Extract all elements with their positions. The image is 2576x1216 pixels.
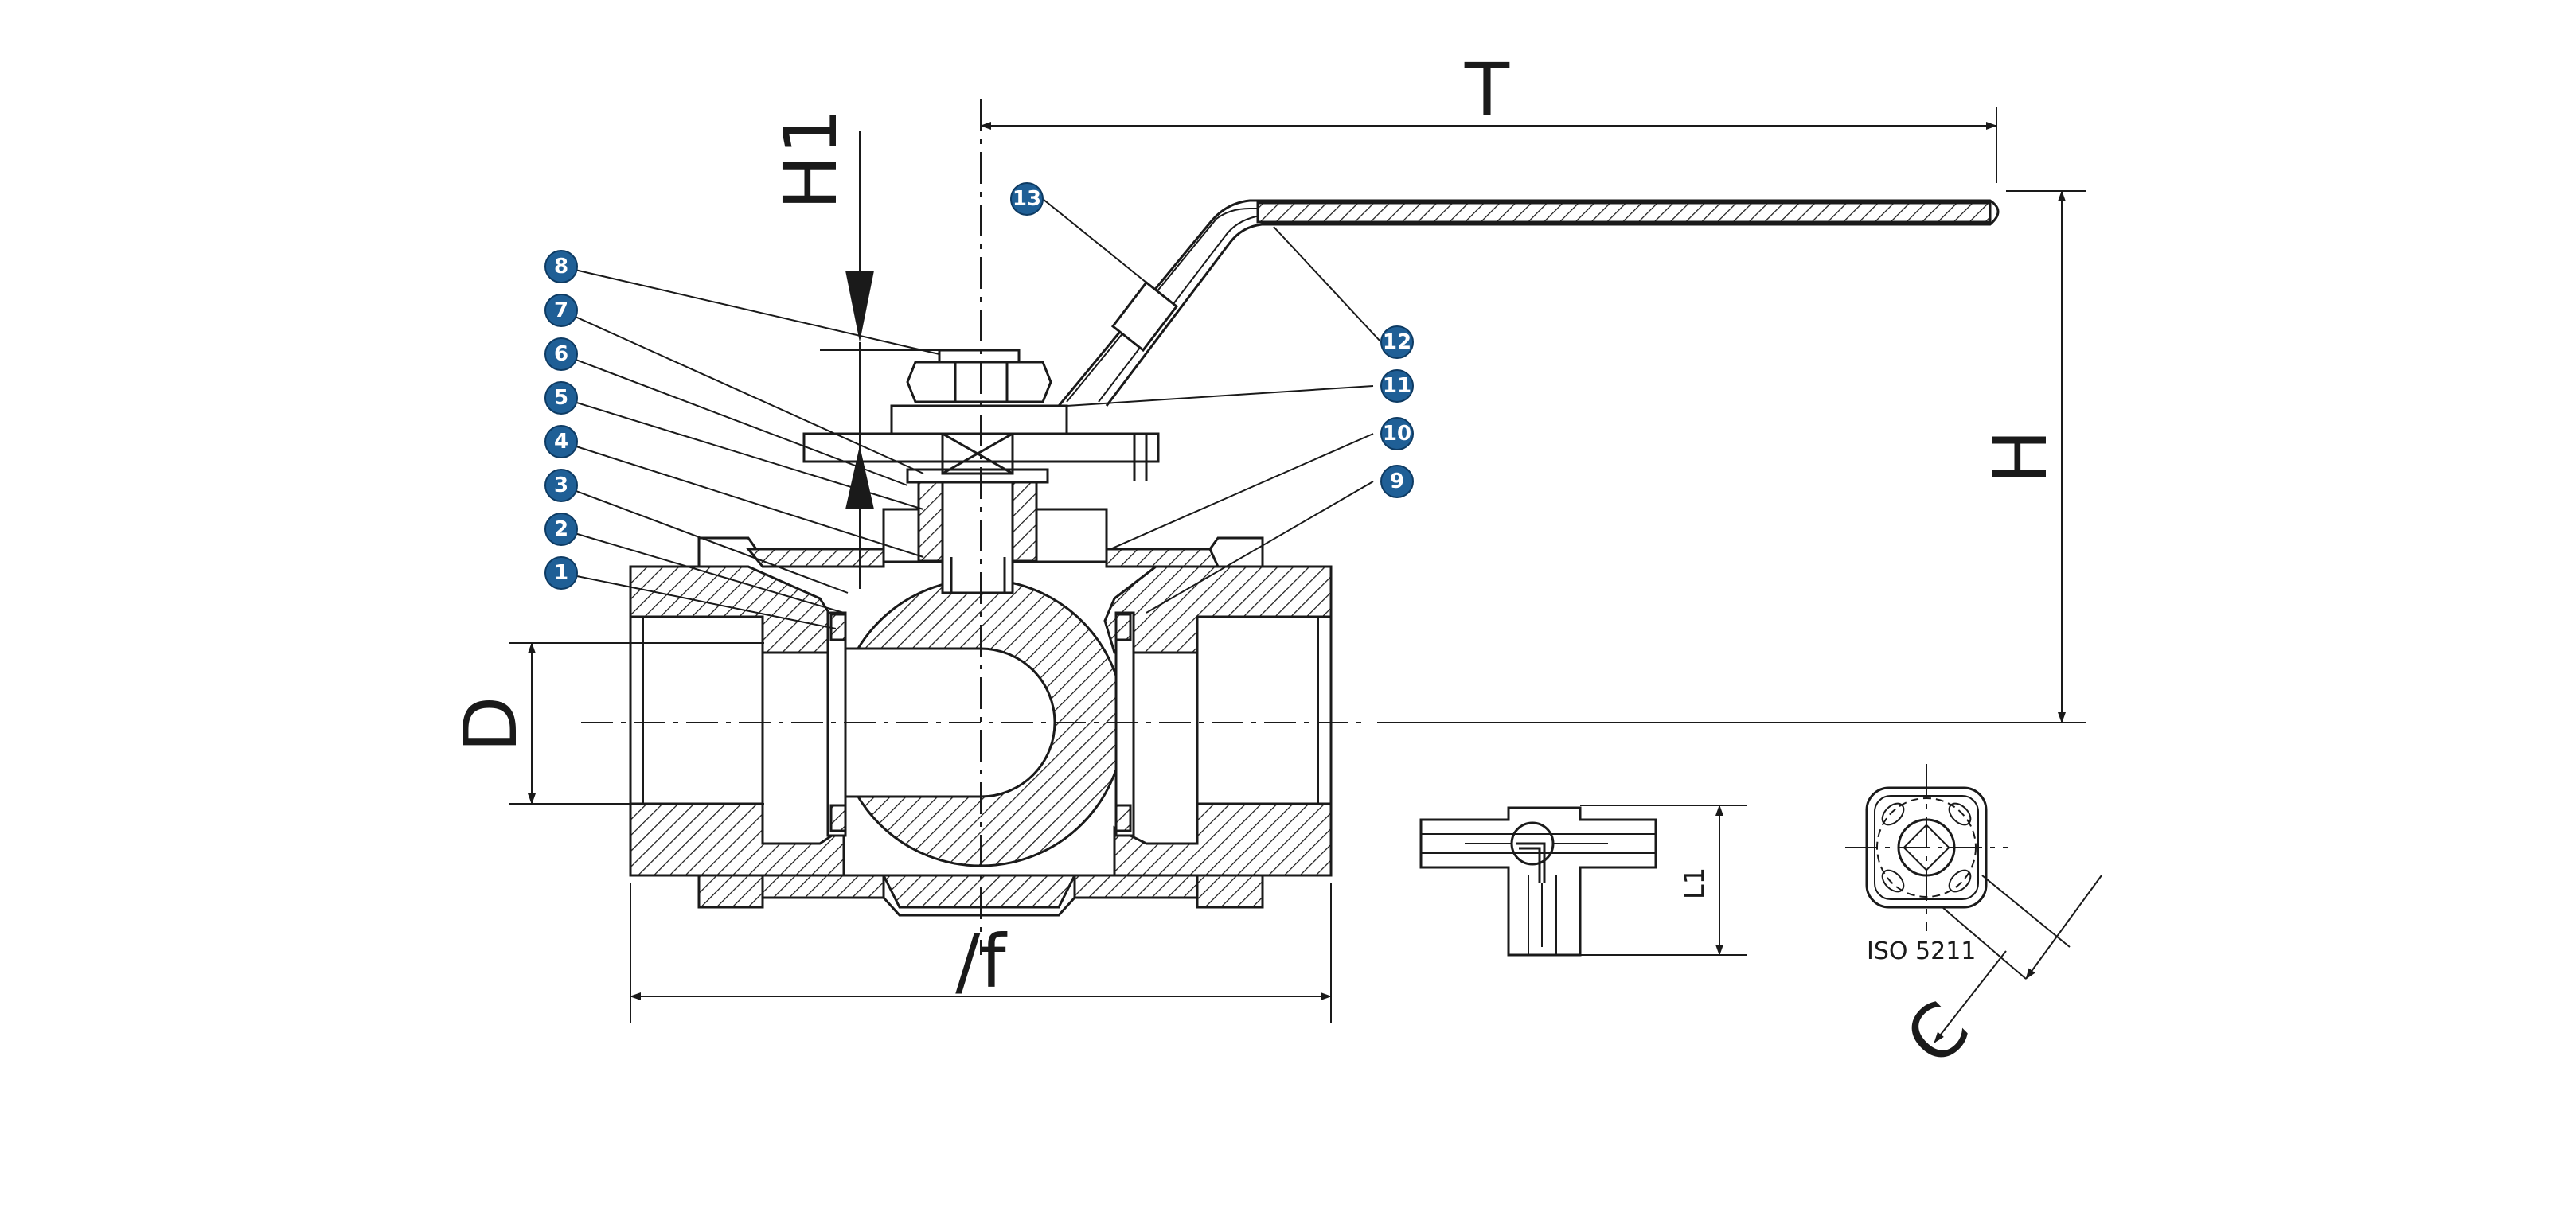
svg-text:7: 7 bbox=[554, 298, 568, 322]
svg-text:13: 13 bbox=[1013, 187, 1041, 211]
callout-3: 3 bbox=[544, 469, 578, 502]
callout-10: 10 bbox=[1380, 417, 1414, 450]
svg-text:5: 5 bbox=[554, 386, 568, 410]
dim-D-label: D bbox=[448, 696, 533, 753]
valve-body bbox=[629, 199, 2000, 917]
right-end-cap bbox=[1103, 565, 1333, 654]
callout-badges: 1 2 3 4 5 6 7 8 9 10 11 12 13 bbox=[544, 182, 1414, 590]
callout-2: 2 bbox=[544, 513, 578, 546]
iso-5211-flange-view: ISO 5211 C bbox=[1845, 764, 2102, 1082]
svg-text:9: 9 bbox=[1390, 470, 1404, 493]
callout-5: 5 bbox=[544, 381, 578, 415]
callout-11: 11 bbox=[1380, 369, 1414, 403]
svg-text:10: 10 bbox=[1383, 422, 1411, 446]
dim-H1-label: H1 bbox=[768, 108, 853, 210]
callout-1: 1 bbox=[544, 556, 578, 590]
svg-text:1: 1 bbox=[554, 561, 568, 585]
dim-H-label: H bbox=[1978, 429, 2063, 484]
svg-text:12: 12 bbox=[1383, 330, 1411, 354]
callout-12: 12 bbox=[1380, 325, 1414, 359]
dimension-H: H bbox=[1377, 190, 2086, 723]
callout-9: 9 bbox=[1380, 465, 1414, 498]
callout-4: 4 bbox=[544, 425, 578, 458]
center-lines bbox=[581, 99, 1369, 955]
svg-text:11: 11 bbox=[1383, 374, 1411, 398]
svg-text:4: 4 bbox=[554, 430, 568, 454]
dimension-H1: H1 bbox=[768, 108, 939, 589]
side-view-detail: L1 bbox=[1419, 805, 1747, 957]
right-end-cap-lower bbox=[1113, 802, 1333, 885]
callout-leaders bbox=[560, 198, 1382, 629]
dimension-L: /f bbox=[630, 883, 1332, 1023]
ball-bore bbox=[837, 647, 1056, 798]
dim-T-label: T bbox=[1464, 48, 1510, 133]
dimension-T: T bbox=[980, 48, 1997, 183]
dim-C-label: C bbox=[1889, 985, 1985, 1082]
callout-13: 13 bbox=[1010, 182, 1044, 216]
dim-L-label: /f bbox=[955, 919, 1008, 1004]
svg-text:8: 8 bbox=[554, 255, 568, 279]
callout-8: 8 bbox=[544, 250, 578, 283]
handle-lever bbox=[1057, 199, 2000, 407]
svg-text:6: 6 bbox=[554, 342, 568, 366]
dimension-D: D bbox=[448, 642, 764, 805]
callout-6: 6 bbox=[544, 337, 578, 371]
callout-7: 7 bbox=[544, 294, 578, 327]
iso-5211-label: ISO 5211 bbox=[1867, 937, 1976, 965]
stem bbox=[941, 432, 1014, 594]
svg-text:3: 3 bbox=[554, 474, 568, 497]
left-end-cap-lower bbox=[629, 802, 845, 885]
stem-nut bbox=[906, 361, 1052, 403]
svg-text:2: 2 bbox=[554, 517, 568, 541]
dim-L1-label: L1 bbox=[1679, 867, 1711, 900]
